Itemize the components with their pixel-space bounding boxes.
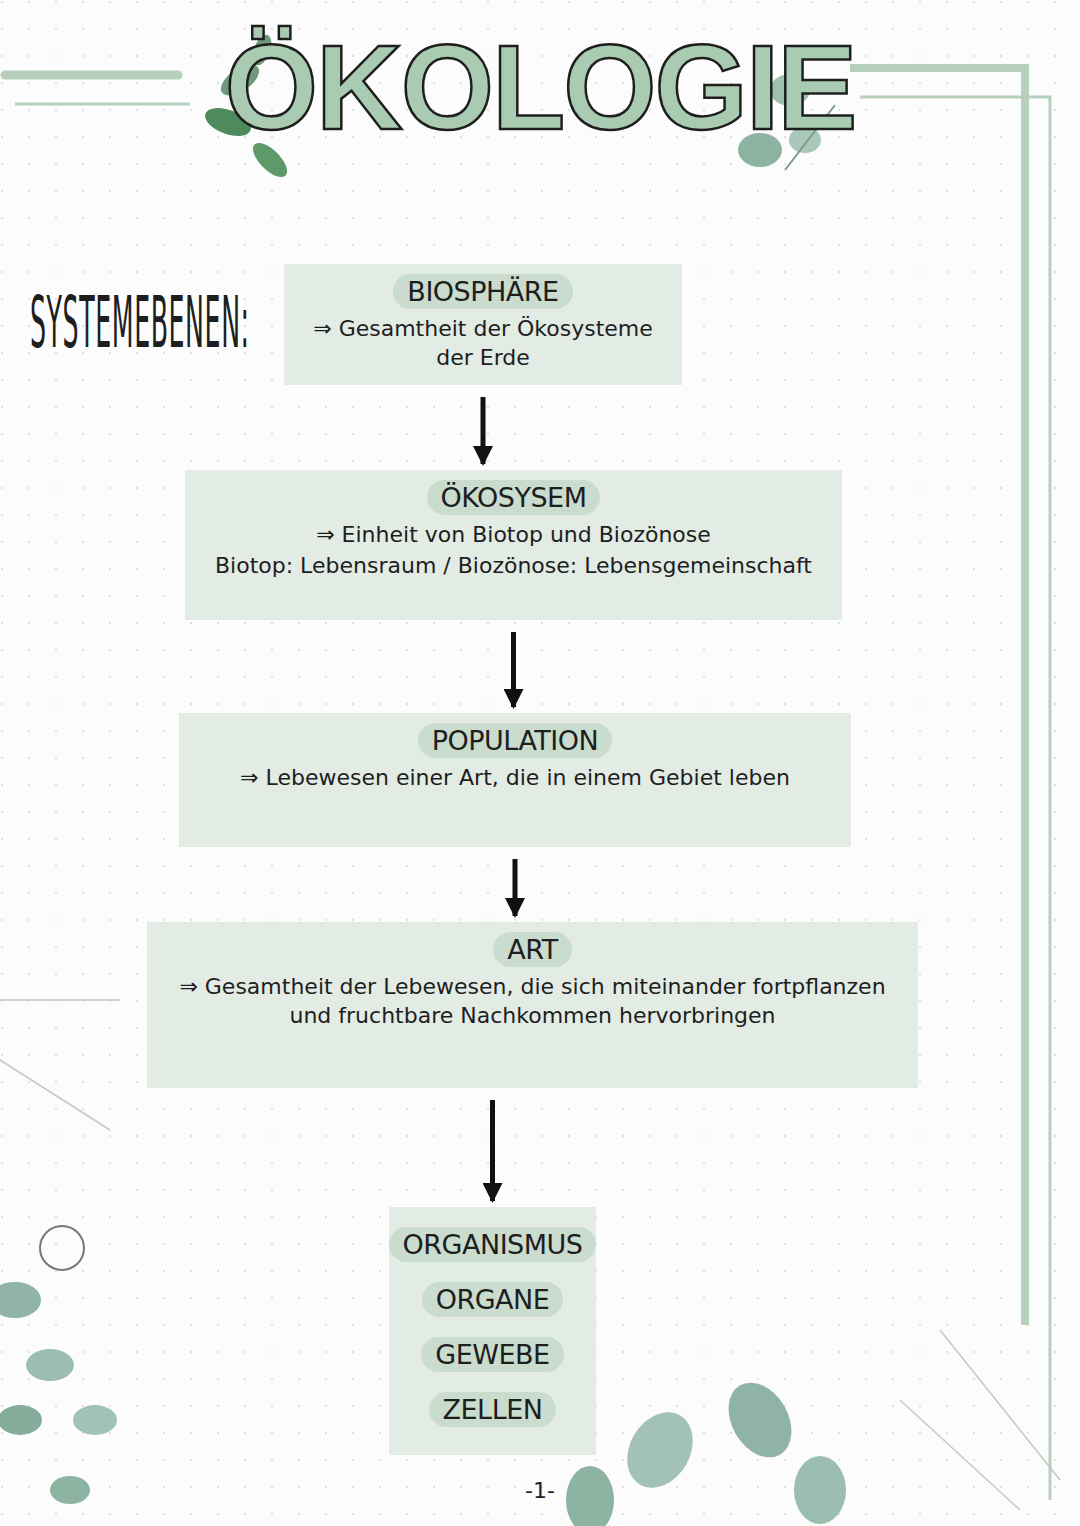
title: ÖKOLOGIE [0, 18, 1080, 156]
level-heading: ZELLEN [429, 1390, 557, 1431]
level-heading: ÖKOSYSEM [199, 478, 828, 519]
level-arrow [513, 859, 518, 916]
level-arrow [511, 632, 516, 707]
heading-pill: ÖKOSYSEM [427, 480, 601, 515]
section-label: SYSTEMEBENEN: [30, 280, 250, 364]
level-box: ART ⇒ Gesamtheit der Lebewesen, die sich … [147, 922, 918, 1088]
heading-pill: ART [493, 932, 571, 967]
level-arrow [490, 1100, 495, 1201]
level-definition: ⇒ Einheit von Biotop und Biozönose [199, 521, 828, 550]
level-definition: ⇒ Gesamtheit der Lebewesen, die sich mit… [161, 973, 904, 1030]
heading-pill: ORGANE [422, 1282, 564, 1317]
level-heading: ORGANISMUS [389, 1225, 597, 1266]
leaves [0, 32, 846, 1526]
heading-pill: ZELLEN [429, 1392, 557, 1427]
level-heading: BIOSPHÄRE [298, 272, 668, 313]
level-box: POPULATION ⇒ Lebewesen einer Art, die in … [179, 713, 851, 847]
pill-stack: ORGANISMUSORGANEGEWEBEZELLEN [403, 1215, 582, 1431]
level-heading: POPULATION [193, 721, 837, 762]
level-heading: GEWEBE [421, 1335, 563, 1376]
heading-pill: BIOSPHÄRE [393, 274, 572, 309]
heading-pill: POPULATION [418, 723, 613, 758]
level-arrow [481, 397, 486, 464]
level-definition: ⇒ Lebewesen einer Art, die in einem Gebi… [193, 764, 837, 793]
level-box: ORGANISMUS ORGANE GEWEBE ZELLEN [389, 1207, 596, 1455]
level-definition: Biotop: Lebensraum / Biozönose: Lebensge… [199, 552, 828, 581]
page-number: -1- [0, 1478, 1080, 1503]
level-box: ÖKOSYSEM ⇒ Einheit von Biotop und Biozöno… [185, 470, 842, 620]
heading-pill: ORGANISMUS [389, 1227, 597, 1262]
level-box: BIOSPHÄRE ⇒ Gesamtheit der Ökosysteme der… [284, 264, 682, 385]
frame-lines [5, 68, 1050, 1500]
heading-pill: GEWEBE [421, 1337, 563, 1372]
level-heading: ART [161, 930, 904, 971]
level-heading: ORGANE [422, 1280, 564, 1321]
level-definition: ⇒ Gesamtheit der Ökosysteme der Erde [298, 315, 668, 372]
